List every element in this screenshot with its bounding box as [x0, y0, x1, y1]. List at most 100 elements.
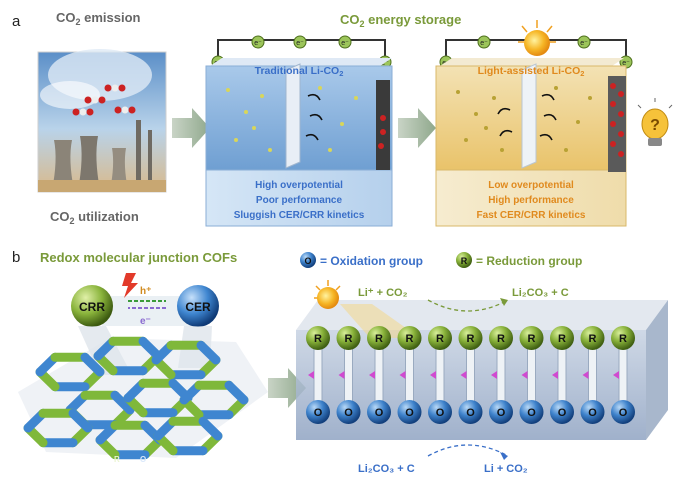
reduction-group-label: R	[558, 333, 566, 345]
oxidation-group-ball	[306, 400, 330, 424]
panel-b-title: Redox molecular junction COFs	[40, 250, 237, 265]
reduction-group-ball	[397, 326, 422, 350]
molecular-junction: RO	[336, 326, 361, 424]
hex-label-r: R	[114, 455, 120, 464]
reduction-group-ball	[367, 326, 391, 350]
crr-ball	[71, 285, 113, 327]
reduction-group-label: R	[467, 333, 475, 345]
oxidation-group-ball	[489, 400, 513, 424]
storage-title: CO2 energy storage	[340, 12, 461, 29]
traditional-title: Traditional Li-CO2	[255, 65, 344, 78]
panel-a-letter: a	[12, 13, 21, 30]
traditional-line-1: High overpotential	[255, 180, 343, 191]
traditional-cell: e⁻ e⁻ e⁻ e⁻ e⁻ Traditional Li-CO2 High o…	[205, 35, 393, 227]
molecular-junction: RO	[550, 326, 574, 424]
oxidation-group-ball	[580, 400, 605, 424]
svg-text:= Reduction group: = Reduction group	[476, 254, 582, 268]
reduction-group-label: R	[375, 333, 383, 345]
sun-icon	[314, 280, 420, 338]
reaction-bottom-right: Li + CO₂	[484, 463, 528, 475]
reduction-group-ball	[519, 326, 544, 350]
svg-text:h⁺: h⁺	[140, 286, 151, 297]
svg-text:?: ?	[650, 117, 660, 134]
cof-hexagon	[35, 352, 105, 392]
lightning-icon	[122, 273, 138, 298]
reduction-group-ball	[458, 326, 483, 350]
svg-text:e⁻: e⁻	[381, 60, 389, 67]
light-title: Light-assisted Li-CO2	[478, 65, 585, 78]
oxidation-group-label: O	[588, 407, 597, 419]
molecular-junction: RO	[428, 326, 452, 424]
cof-hexagon	[23, 408, 93, 448]
svg-text:e⁻: e⁻	[480, 40, 488, 47]
molecular-junction: RO	[519, 326, 544, 424]
oxidation-group-ball	[367, 400, 391, 424]
cof-hexagon	[151, 340, 221, 380]
molecular-junction: RO	[580, 326, 605, 424]
oxidation-group-ball	[397, 400, 422, 424]
reduction-group-label: R	[619, 333, 627, 345]
reduction-group-ball	[336, 326, 361, 350]
oxidation-group-ball	[458, 400, 483, 424]
utilization-title: CO2 utilization	[50, 209, 139, 226]
oxidation-group-ball	[611, 400, 635, 424]
hex-label-o: O	[140, 455, 146, 464]
cof-hexagon	[179, 380, 249, 420]
molecular-junction: RO	[306, 326, 330, 424]
oxidation-group-ball	[519, 400, 544, 424]
reaction-top-right: Li₂CO₃ + C	[512, 287, 569, 299]
oxidation-group-label: O	[558, 407, 567, 419]
arrow-icon	[398, 108, 436, 148]
oxidation-group-ball	[550, 400, 574, 424]
oxidation-group-label: O	[466, 407, 475, 419]
molecular-junction: RO	[458, 326, 483, 424]
reduction-group-ball	[580, 326, 605, 350]
oxidation-group-label: O	[527, 407, 536, 419]
emission-illustration	[37, 49, 167, 193]
reduction-group-ball	[550, 326, 574, 350]
reaction-arrow-top	[427, 299, 509, 312]
light-assisted-cell: e⁻ e⁻ e⁻ e⁻ Lig	[435, 20, 673, 227]
oxidation-group-label: O	[436, 407, 445, 419]
sun-icon	[518, 20, 556, 56]
svg-text:e⁻: e⁻	[580, 40, 588, 47]
reduction-group-label: R	[589, 333, 597, 345]
emission-title: CO2 emission	[56, 10, 141, 27]
reaction-arrow-bottom	[427, 444, 509, 457]
panel-b-letter: b	[12, 249, 20, 266]
traditional-line-3: Sluggish CER/CRR kinetics	[234, 210, 365, 221]
co2-molecule-icon	[72, 84, 136, 116]
reduction-group-ball	[428, 326, 452, 350]
light-line-1: Low overpotential	[488, 180, 574, 191]
legend-reduction: R = Reduction group	[456, 252, 582, 268]
oxidation-group-label: O	[375, 407, 384, 419]
reduction-group-label: R	[528, 333, 536, 345]
svg-text:= Oxidation group: = Oxidation group	[320, 254, 423, 268]
reduction-group-label: R	[436, 333, 444, 345]
oxidation-group-label: O	[619, 407, 628, 419]
svg-text:O: O	[304, 256, 311, 266]
molecular-junction: RO	[489, 326, 513, 424]
svg-text:e⁻: e⁻	[140, 316, 151, 327]
cof-hexagon	[123, 378, 193, 418]
svg-text:CRR: CRR	[79, 300, 105, 314]
oxidation-group-ball	[428, 400, 452, 424]
oxidation-group-ball	[336, 400, 361, 424]
svg-text:e⁻: e⁻	[341, 40, 349, 47]
lightbulb-question-icon: ?	[637, 98, 673, 146]
oxidation-group-label: O	[405, 407, 414, 419]
arrow-icon	[172, 108, 210, 148]
svg-text:CER: CER	[185, 300, 211, 314]
svg-text:e⁻: e⁻	[296, 40, 304, 47]
cof-hexagon	[153, 416, 223, 456]
svg-text:R: R	[461, 256, 468, 266]
molecular-junction: RO	[397, 326, 422, 424]
reduction-group-ball	[611, 326, 635, 350]
reduction-group-label: R	[345, 333, 353, 345]
oxidation-group-label: O	[344, 407, 353, 419]
legend-oxidation: O = Oxidation group	[300, 252, 423, 268]
